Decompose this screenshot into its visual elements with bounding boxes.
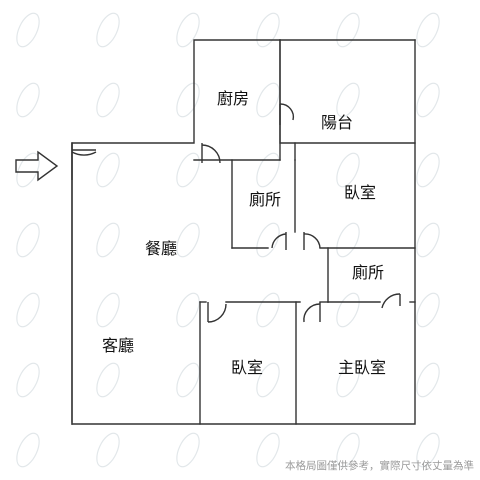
room-label-balcony: 陽台 [321, 113, 353, 132]
arrow-right-icon [15, 150, 59, 182]
room-label-dining: 餐廳 [145, 239, 177, 258]
bedroom-2-door-icon [207, 302, 227, 323]
room-label-kitchen: 廚房 [217, 89, 249, 108]
room-label-living: 客廳 [102, 336, 134, 355]
toilet-1-door-icon [271, 232, 287, 250]
room-label-toilet-2: 廁所 [352, 263, 384, 282]
room-label-bedroom-2: 臥室 [231, 358, 263, 377]
walls [71, 39, 416, 425]
room-label-bedroom-1: 臥室 [344, 183, 376, 202]
room-label-master-bedroom: 主臥室 [338, 358, 386, 377]
bedroom-1-door-icon [303, 232, 321, 250]
entrance-door-icon [71, 143, 97, 180]
watermark-pattern [11, 12, 445, 471]
balcony-door-icon [279, 103, 295, 125]
room-label-toilet-1: 廁所 [249, 190, 281, 209]
disclaimer-text: 本格局圖僅供參考，實際尺寸依丈量為準 [285, 460, 474, 472]
toilet-2-door-icon [381, 293, 401, 309]
doors [71, 103, 401, 323]
kitchen-door-icon [201, 143, 221, 164]
master-bedroom-door-icon [303, 302, 321, 323]
